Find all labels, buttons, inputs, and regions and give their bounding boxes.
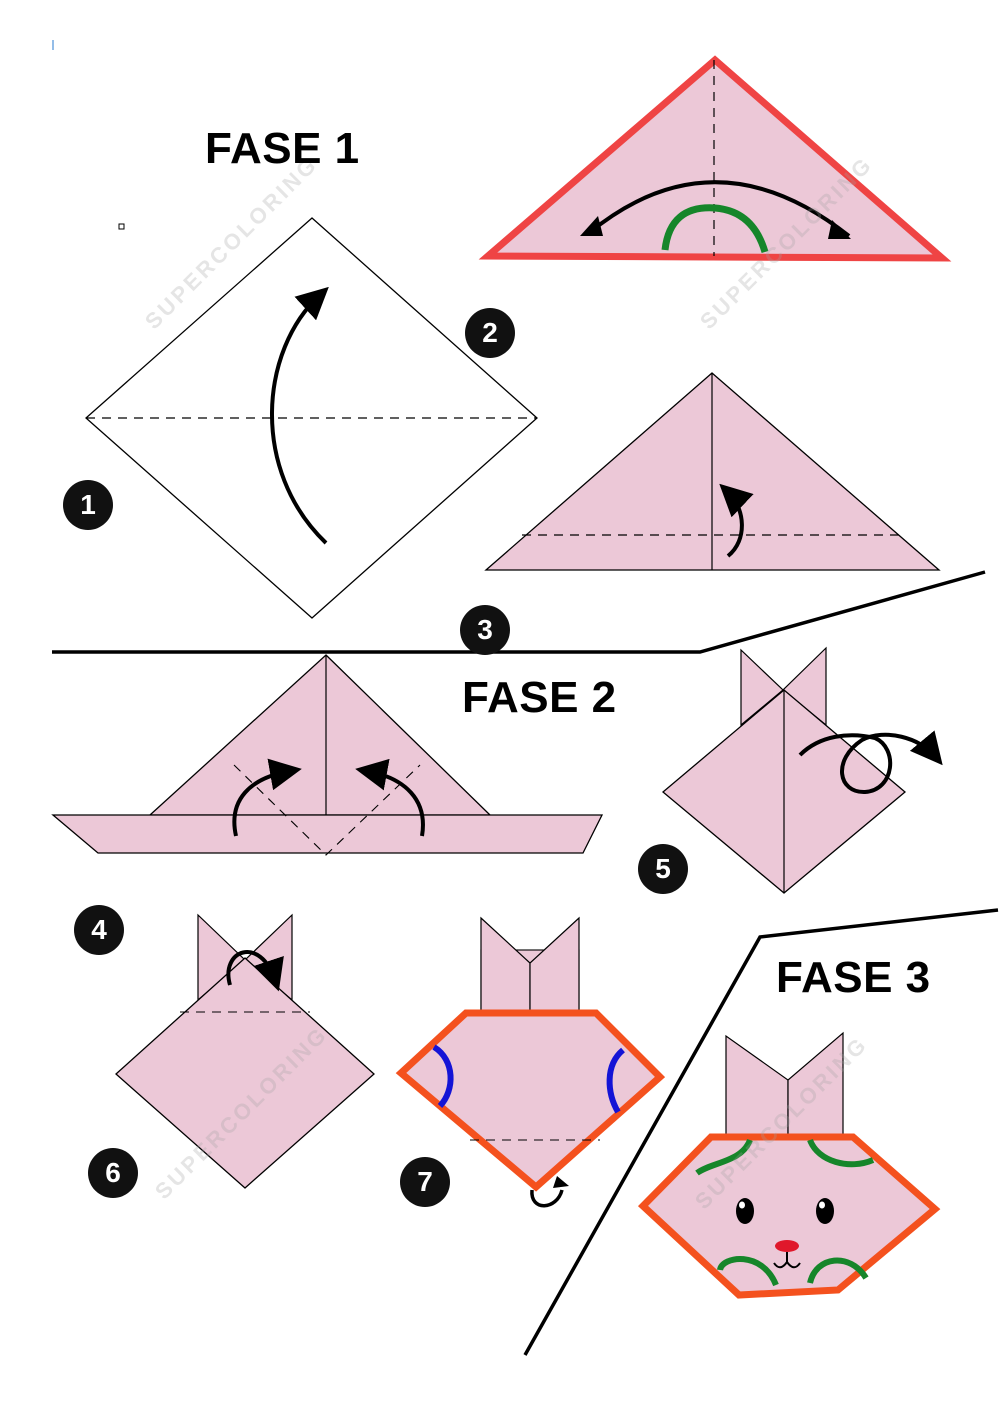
arrowhead-left: [580, 216, 603, 236]
step-badge-1: 1: [63, 480, 113, 530]
fold-over-arrow: [226, 950, 284, 992]
mouth: [773, 1252, 801, 1269]
nose: [775, 1240, 799, 1252]
step-6-shape: [115, 913, 375, 1189]
green-curve-top-left: [695, 1138, 753, 1176]
fold-arrow-up: [270, 286, 329, 545]
step-badge-5: 5: [638, 844, 688, 894]
step-badge-4: 4: [74, 905, 124, 955]
left-fold-arrow: [232, 758, 302, 837]
flip-arrow: [798, 730, 943, 795]
phase-2-title: FASE 2: [462, 673, 617, 722]
blue-left-curve: [432, 1044, 454, 1109]
small-fold-arrow: [719, 483, 754, 558]
step-5-shape: [661, 646, 943, 894]
green-curve-bottom-right: [807, 1257, 869, 1284]
blue-right-curve: [606, 1047, 626, 1114]
step-1-square: [85, 217, 538, 619]
left-eye: [736, 1198, 754, 1224]
right-eye: [816, 1198, 834, 1224]
phase-3-title: FASE 3: [776, 953, 931, 1002]
step-2-red-triangle: [478, 55, 952, 262]
arrowhead-right: [828, 220, 851, 239]
green-curve-top-right: [807, 1138, 875, 1168]
small-turn-arrow: [530, 1189, 564, 1208]
green-curve-bottom-left: [717, 1256, 779, 1287]
divider-line-1: [52, 570, 986, 654]
step-badge-7: 7: [400, 1157, 450, 1207]
tiny-square: [118, 223, 125, 230]
step-7-shape: [395, 916, 666, 1208]
phase-1-title: FASE 1: [205, 124, 360, 173]
step-badge-2: 2: [465, 308, 515, 358]
finished-bunny: [637, 1031, 941, 1299]
green-arc: [661, 204, 769, 254]
right-fold-arrow: [355, 758, 425, 837]
step-badge-6: 6: [88, 1148, 138, 1198]
divider-line-2: [523, 908, 999, 1356]
step-4-hat-shape: [51, 654, 604, 856]
step-badge-3: 3: [460, 605, 510, 655]
step-3-triangle: [484, 372, 941, 571]
